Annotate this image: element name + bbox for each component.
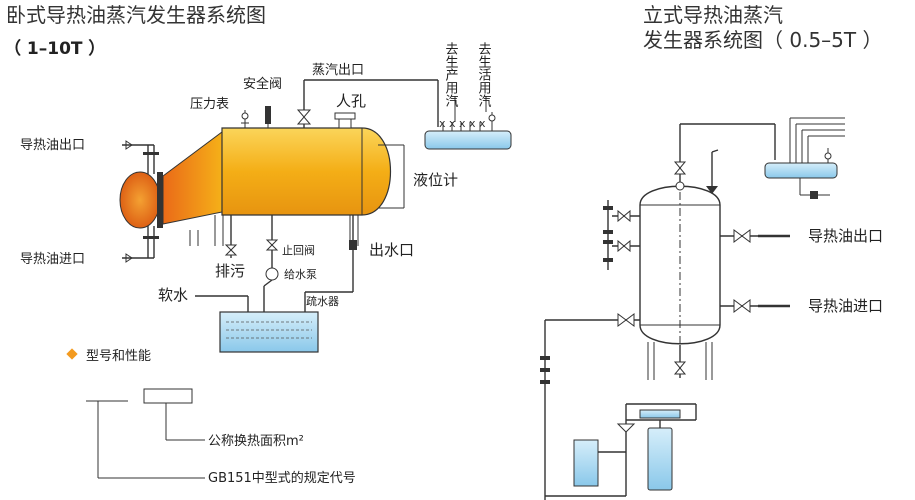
feed-pump-label: 给水泵 bbox=[284, 268, 317, 281]
prod-steam-label: 去生产用汽 bbox=[443, 42, 459, 107]
left-oil-in-label: 导热油进口 bbox=[20, 252, 85, 267]
check-valve-label: 止回阀 bbox=[282, 243, 315, 257]
right-oil-out-label: 导热油出口 bbox=[808, 227, 883, 245]
right-steam-header bbox=[764, 117, 845, 199]
model-heading: 型号和性能 bbox=[86, 349, 151, 364]
right-title-line2: 发生器系统图（ 0.5–5T ） bbox=[643, 28, 882, 52]
right-feed-system bbox=[540, 313, 697, 500]
right-title-line1: 立式导热油蒸汽 bbox=[643, 3, 783, 27]
model-area-label: 公称换热面积m² bbox=[208, 434, 304, 449]
steam-outlet-label: 蒸汽出口 bbox=[312, 63, 364, 78]
level-gauge-label: 液位计 bbox=[413, 171, 458, 189]
vessel-cone bbox=[162, 131, 223, 225]
horizontal-generator bbox=[119, 127, 391, 246]
diamond-icon bbox=[66, 348, 78, 360]
level-gauge bbox=[378, 144, 405, 209]
left-oil-out-label: 导热油出口 bbox=[20, 138, 85, 153]
vertical-generator bbox=[639, 123, 776, 380]
soft-water-label: 软水 bbox=[158, 286, 188, 304]
safety-valve-label: 安全阀 bbox=[243, 76, 282, 92]
left-oil-pipes bbox=[122, 140, 159, 263]
feed-system bbox=[195, 215, 357, 353]
top-fittings bbox=[241, 79, 439, 129]
manhole-label: 人孔 bbox=[336, 92, 366, 110]
oil-head bbox=[119, 171, 161, 229]
drain-label: 排污 bbox=[215, 262, 245, 280]
pressure-gauge-label: 压力表 bbox=[190, 97, 229, 112]
left-title: 卧式导热油蒸汽发生器系统图 bbox=[6, 3, 266, 27]
right-oil-in-label: 导热油进口 bbox=[808, 297, 883, 315]
life-steam-label: 去生活用汽 bbox=[476, 42, 492, 107]
water-tank bbox=[219, 311, 319, 353]
vertical-level-gauge bbox=[603, 200, 640, 270]
model-standard-label: GB151中型式的规定代号 bbox=[208, 470, 356, 486]
steam-header: x x x x x bbox=[424, 96, 512, 150]
right-oil-pipes bbox=[720, 229, 790, 313]
svg-text:x x x x x: x x x x x bbox=[439, 117, 486, 130]
head-flange bbox=[157, 172, 163, 228]
vessel-shell bbox=[221, 127, 391, 216]
model-legend bbox=[66, 348, 205, 479]
left-subtitle: （ 1–10T ） bbox=[4, 38, 105, 59]
water-outlet-label: 出水口 bbox=[369, 241, 414, 259]
trap-label: 疏水器 bbox=[306, 294, 339, 308]
